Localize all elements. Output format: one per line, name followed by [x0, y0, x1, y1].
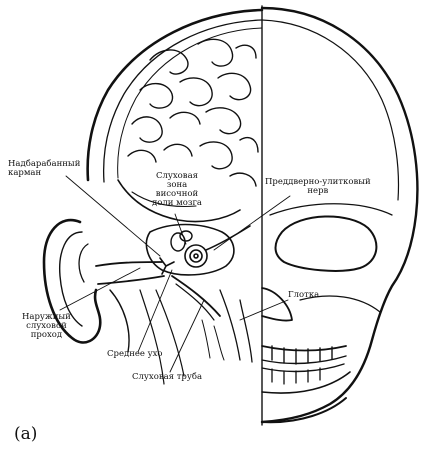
leader-epitympanic [66, 176, 160, 256]
leader-eustachian [170, 300, 204, 372]
ear-canal-lower [98, 276, 164, 284]
lower-teeth [262, 364, 344, 371]
ear-canal [96, 262, 162, 266]
auricle-fold [79, 244, 88, 282]
pharynx-ridges [202, 320, 224, 360]
label-external-auditory-canal: Наружный слуховой проход [22, 313, 71, 340]
label-vestibulocochlear-nerve: Преддверно-улитковый нерв [265, 178, 371, 196]
upper-teeth-bottom [262, 356, 346, 363]
skull-inner-wall [262, 20, 398, 200]
pharynx-wall [220, 290, 252, 362]
label-epitympanic-recess: Надбарабанный карман [8, 160, 80, 178]
skull-outline [262, 8, 417, 422]
orbit [276, 216, 377, 270]
eustachian-tube [172, 276, 220, 316]
label-middle-ear: Среднее ухо [107, 350, 163, 359]
leader-auditory-zone [175, 214, 186, 244]
neck-muscles [140, 290, 184, 384]
dura-left [118, 28, 262, 178]
leader-nerve [214, 196, 290, 250]
eustachian-tube-wall [176, 284, 214, 320]
mastoid [110, 290, 129, 352]
skull-bone-left [104, 20, 262, 182]
panel-letter: (a) [14, 424, 37, 444]
brain-gyri [128, 39, 258, 186]
label-pharynx: Глотка [288, 291, 319, 300]
leader-ear-canal [60, 268, 140, 310]
cochlea [185, 245, 207, 267]
label-eustachian-tube: Слуховая труба [132, 373, 202, 382]
upper-teeth [262, 346, 346, 351]
label-auditory-zone: Слуховая зона височной доли мозга [152, 172, 202, 208]
brow-ridge [270, 204, 392, 215]
mandible [262, 372, 350, 393]
head-outline-left [88, 10, 262, 180]
